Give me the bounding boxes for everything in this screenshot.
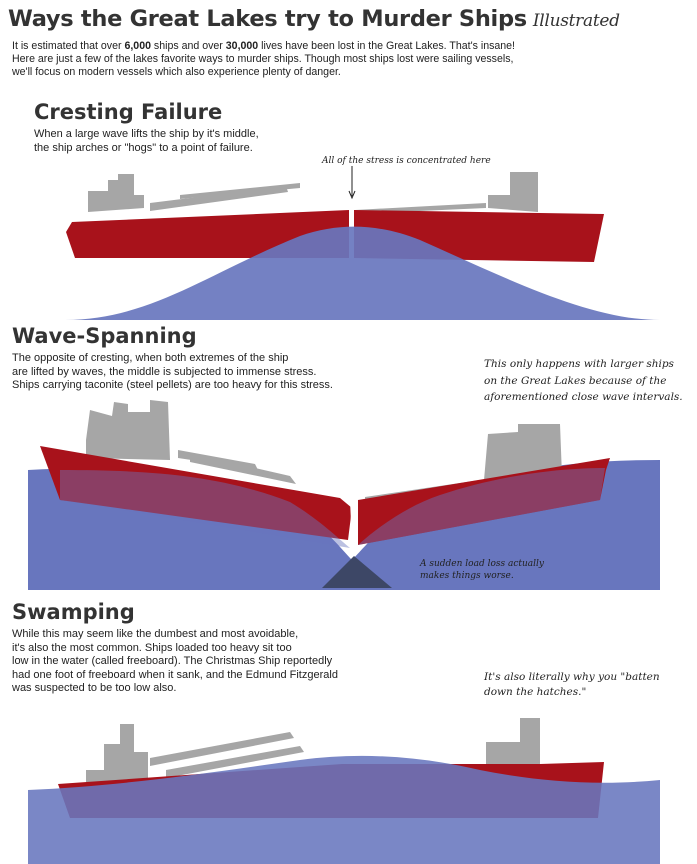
intro-paragraph: It is estimated that over 6,000 ships an… [12,40,692,79]
swamping-note-line-1: It's also literally why you "batten [484,671,660,683]
cresting-left-boom [180,183,300,199]
spanning-bow-cabin [86,400,170,460]
cresting-wave [65,226,660,320]
swamping-desc-line-5: was suspected to be too low also. [12,682,177,694]
spanning-illustration [28,400,660,590]
swamping-desc-line-1: While this may seem like the dumbest and… [12,628,299,640]
spanning-description: The opposite of cresting, when both extr… [12,352,333,393]
taconite-pile [322,556,392,588]
intro-text-3: lives have been lost in the Great Lakes.… [258,40,516,52]
swamping-desc-line-2: it's also the most common. Ships loaded … [12,641,292,654]
spanning-hull-right [358,458,610,545]
ships-count: 6,000 [124,40,151,52]
cresting-desc-line-1: When a large wave lifts the ship by it's… [34,128,259,140]
swamping-note-line-2: down the hatches." [484,686,587,698]
spanning-side-note: This only happens with larger ships on t… [484,356,683,406]
cresting-stern-cabin [488,172,538,212]
spanning-hull-left [40,446,352,540]
load-loss-note: A sudden load loss actually makes things… [420,558,544,582]
spanning-note-line-2: on the Great Lakes because of the [484,374,667,387]
intro-text-2: ships and over [150,40,226,52]
spanning-note-line-3: aforementioned close wave intervals. [484,391,683,403]
spanning-desc-line-2: are lifted by waves, the middle is subje… [12,365,317,378]
intro-text-1: It is estimated that over [12,40,125,52]
spanning-stern-cabin [484,424,562,480]
spanning-left-boom [190,453,296,484]
load-note-line-1: A sudden load loss actually [420,559,544,569]
spanning-note-line-1: This only happens with larger ships [484,358,674,370]
swamping-water [28,755,660,864]
cresting-crack [349,208,354,226]
cresting-desc-line-2: the ship arches or "hogs" to a point of … [34,141,253,154]
swamping-bow-cabin [86,724,148,782]
intro-line-2: Here are just a few of the lakes favorit… [12,53,514,65]
cresting-stress-note: All of the stress is concentrated here [322,156,491,166]
intro-line-1: It is estimated that over 6,000 ships an… [12,40,692,53]
spanning-title: Wave-Spanning [12,324,197,348]
swamping-side-note: It's also literally why you "batten down… [484,670,660,700]
swamping-stern-cabin [486,718,540,772]
page-title: Ways the Great Lakes try to Murder Ships… [8,6,620,32]
swamping-boom [166,746,304,778]
swamping-title: Swamping [12,600,135,624]
swamping-description: While this may seem like the dumbest and… [12,628,338,696]
spanning-desc-line-3: Ships carrying taconite (steel pellets) … [12,379,333,391]
swamping-desc-line-4: had one foot of freeboard when it sank, … [12,668,338,681]
cresting-description: When a large wave lifts the ship by it's… [34,128,259,155]
title-text: Ways the Great Lakes try to Murder Ships [8,6,527,32]
cresting-title: Cresting Failure [34,100,223,124]
lives-count: 30,000 [225,40,259,52]
spanning-crack [350,500,358,546]
swamping-conveyor [150,732,294,766]
load-note-line-2: makes things worse. [420,571,514,581]
intro-line-3: we'll focus on modern vessels which also… [12,66,341,78]
cresting-illustration [65,166,660,320]
swamping-desc-line-3: low in the water (called freeboard). The… [12,655,333,667]
spanning-desc-line-1: The opposite of cresting, when both extr… [12,352,289,364]
cresting-bow-cabin [88,174,144,212]
title-suffix: Illustrated [532,11,620,31]
